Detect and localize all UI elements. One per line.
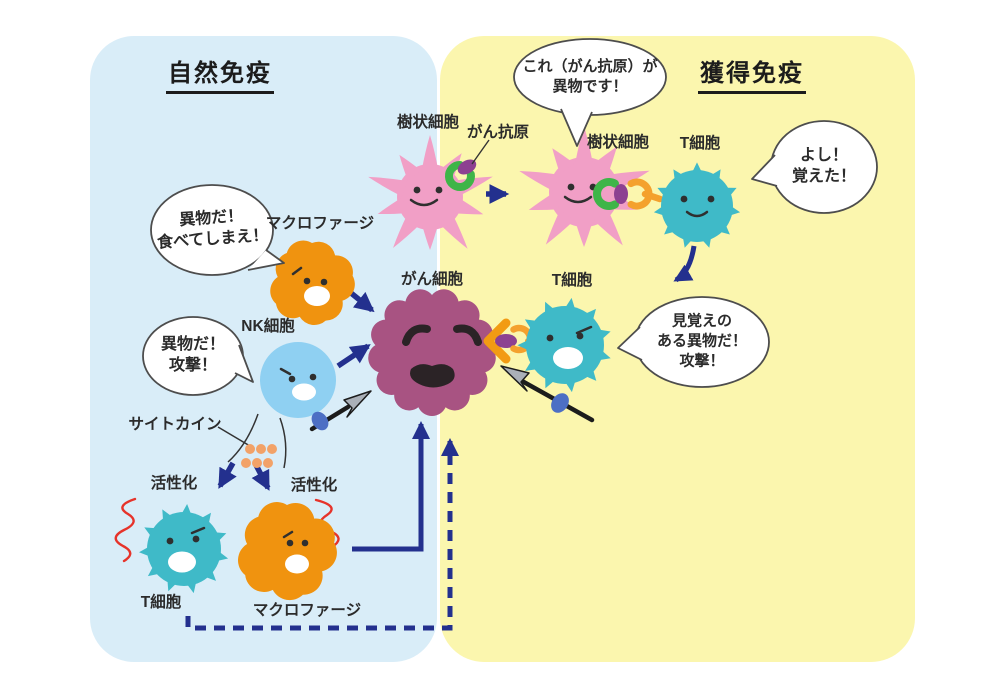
bubble-text-eat: 異物だ！ 食べてしまえ！ xyxy=(156,207,269,252)
arrow-activated-cells-to-cancer xyxy=(352,421,430,552)
antigen-presentation-complex xyxy=(593,178,664,210)
bubble-text-t-attack: 見覚えの ある異物だ！ 攻撃！ xyxy=(656,312,748,369)
bubble-text-nk-attack: 異物だ！ 攻撃！ xyxy=(160,335,226,374)
label-t-cell-bottom: T細胞 xyxy=(140,594,182,611)
arrow-macrophage-to-cancer xyxy=(349,290,375,313)
label-cytokine: サイトカイン xyxy=(128,416,222,433)
macrophage-top xyxy=(270,240,355,326)
arrow-activation-left xyxy=(217,461,237,489)
bubble-text-identify: これ（がん抗原）が 異物です！ xyxy=(522,58,658,95)
speech-bubble-identify xyxy=(513,38,667,147)
label-nk-cell: NK細胞 xyxy=(241,318,295,335)
cytokine-leader-lines xyxy=(217,413,287,469)
acquired-immunity-title: 獲得免疫 xyxy=(698,53,806,94)
label-cancer-antigen: がん抗原 xyxy=(466,124,530,141)
speech-bubble-eat xyxy=(150,184,285,276)
cancer-cell xyxy=(368,289,496,416)
antigen-on-dc1 xyxy=(445,139,490,191)
arrow-nk-to-cancer xyxy=(336,343,371,369)
label-activation-right: 活性化 xyxy=(290,477,338,494)
arrow-feedback-dashed xyxy=(185,438,459,631)
label-macrophage-bottom: マクロファージ xyxy=(252,602,362,619)
nk-cell xyxy=(260,342,336,418)
dendritic-cell-2 xyxy=(519,126,650,247)
t-cell-mid xyxy=(517,297,611,393)
label-macrophage-top: マクロファージ xyxy=(265,215,375,232)
label-cancer-cell: がん細胞 xyxy=(400,271,464,288)
t-cell-spear-icon xyxy=(500,365,595,423)
arrow-activation-right xyxy=(251,463,271,491)
cytokine-dots xyxy=(241,444,277,468)
label-dendritic-cell-2: 樹状細胞 xyxy=(586,134,650,151)
activation-squiggle-left xyxy=(114,497,137,563)
antigen-leader-line xyxy=(471,139,490,165)
speech-bubble-memorized xyxy=(751,120,878,214)
label-activation-left: 活性化 xyxy=(150,475,198,492)
arrow-ttop-to-tmid xyxy=(673,245,697,283)
speech-bubble-t-attack xyxy=(617,296,770,388)
nk-spear-icon xyxy=(309,390,372,432)
dendritic-cell-1 xyxy=(368,135,493,250)
speech-bubble-nk-attack xyxy=(142,316,254,396)
label-dendritic-cell-1: 樹状細胞 xyxy=(396,114,460,131)
innate-immunity-title: 自然免疫 xyxy=(166,53,274,94)
macrophage-bottom-activated xyxy=(238,502,337,601)
t-cell-top xyxy=(653,162,741,248)
bubble-text-memorized: よし！ 覚えた！ xyxy=(791,146,857,185)
label-t-cell-mid: T細胞 xyxy=(551,272,593,289)
t-cell-bottom-activated xyxy=(139,504,229,594)
label-t-cell-top: T細胞 xyxy=(679,135,721,152)
